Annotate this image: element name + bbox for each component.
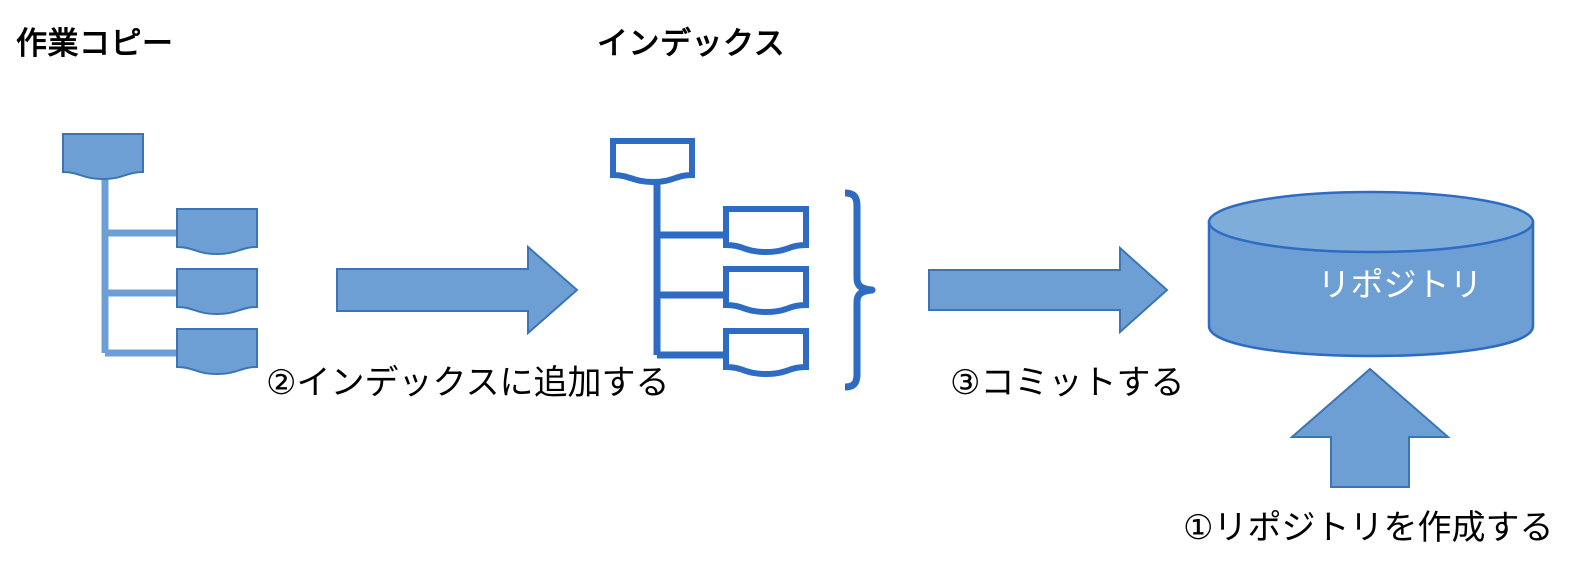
page-title-working-copy: 作業コピー — [16, 26, 174, 61]
working-copy-root-document — [62, 133, 144, 181]
repository-label: リポジトリ — [1317, 266, 1483, 303]
index-document-2 — [723, 266, 809, 316]
cylinder-top-ellipse — [1207, 190, 1535, 254]
working-copy-document-1 — [176, 208, 258, 256]
arrow-working-copy-to-index — [336, 244, 579, 336]
working-copy-connectors — [101, 178, 178, 357]
page-title-index: インデックス — [597, 26, 786, 61]
arrow-create-repository — [1289, 367, 1451, 488]
index-right-curly-brace — [844, 189, 876, 391]
index-connectors — [653, 180, 728, 359]
step-label-create-repository: ①リポジトリを作成する — [1183, 509, 1554, 547]
step-label-add-to-index: ②インデックスに追加する — [266, 364, 670, 402]
index-document-1 — [723, 206, 809, 256]
arrow-index-to-repository — [928, 245, 1169, 335]
working-copy-document-3 — [176, 328, 258, 376]
index-document-3 — [723, 328, 809, 378]
working-copy-document-2 — [176, 268, 258, 316]
index-root-document — [610, 138, 695, 186]
step-label-commit: ③コミットする — [950, 364, 1185, 402]
repository-cylinder — [1207, 190, 1535, 358]
working-copy-tree — [62, 133, 258, 376]
index-tree — [610, 138, 876, 391]
